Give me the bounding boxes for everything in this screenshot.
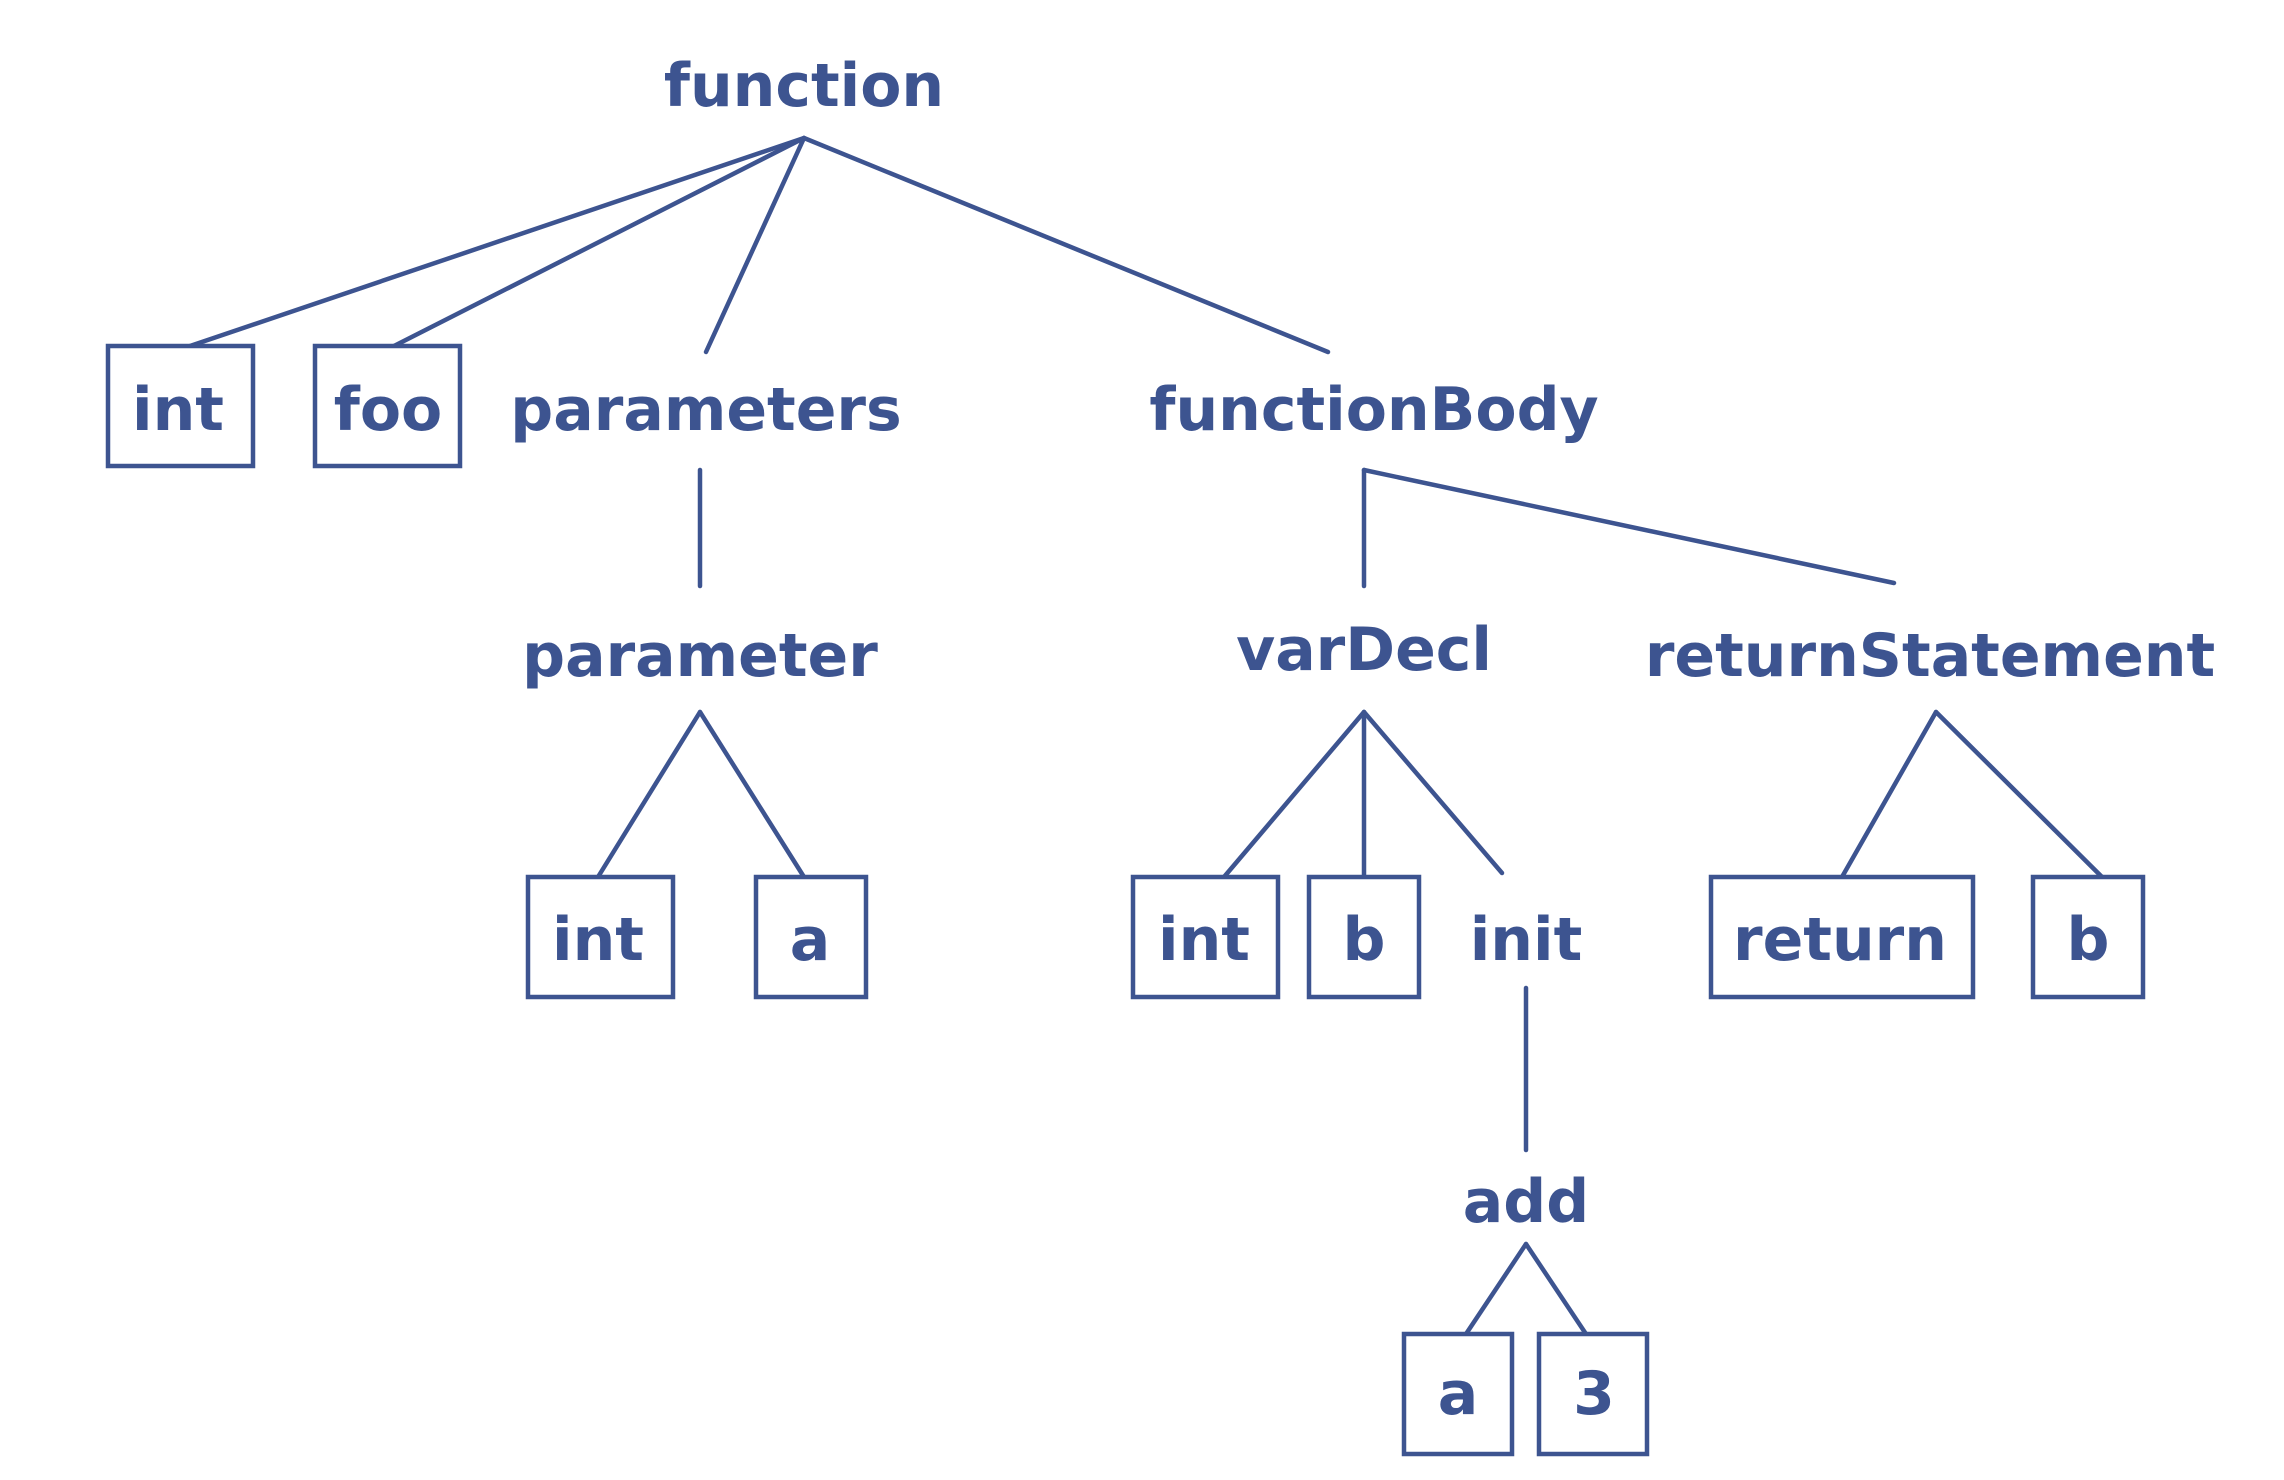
- edge-parameter-to-p_int: [595, 709, 703, 880]
- node-label-r_b: b: [2067, 905, 2110, 975]
- node-label-functionBody: functionBody: [1149, 375, 1598, 445]
- terminal-node-r_b: b: [2030, 874, 2146, 1000]
- terminal-box-r_b: [2030, 874, 2146, 1000]
- terminal-node-int_ret: int: [105, 343, 256, 469]
- terminal-node-p_a: a: [753, 874, 869, 1000]
- node-label-v_b: b: [1343, 905, 1386, 975]
- node-label-varDecl: varDecl: [1236, 615, 1492, 685]
- edge-function-to-foo: [391, 135, 807, 349]
- node-functionBody: functionBody: [1149, 375, 1598, 445]
- node-parameter: parameter: [522, 621, 878, 691]
- edge-functionBody-to-returnStatement: [1361, 467, 1897, 586]
- edge-parameter-to-p_a: [697, 709, 807, 880]
- terminal-box-p_a: [753, 874, 869, 1000]
- terminal-box-add_3: [1536, 1331, 1650, 1457]
- edge-returnStatement-to-return_kw: [1839, 709, 1939, 880]
- node-label-add: add: [1463, 1167, 1589, 1237]
- terminal-node-add_a: a: [1401, 1331, 1515, 1457]
- edge-function-to-functionBody: [801, 135, 1331, 355]
- node-add: add: [1463, 1167, 1589, 1237]
- edge-add-to-add_a: [1463, 1241, 1529, 1337]
- node-label-add_a: a: [1438, 1359, 1479, 1429]
- node-label-init: init: [1470, 905, 1583, 975]
- terminal-box-p_int: [525, 874, 676, 1000]
- terminal-node-foo: foo: [312, 343, 463, 469]
- nodes-layer: function int foo parameters functionBody para…: [105, 51, 2215, 1457]
- node-varDecl: varDecl: [1236, 615, 1492, 685]
- node-label-returnStatement: returnStatement: [1645, 621, 2215, 691]
- edge-varDecl-to-v_int: [1221, 709, 1367, 880]
- edge-varDecl-to-init: [1361, 709, 1505, 876]
- node-label-add_3: 3: [1573, 1359, 1615, 1429]
- node-init: init: [1470, 905, 1583, 975]
- terminal-node-v_int: int: [1130, 874, 1281, 1000]
- terminal-box-v_b: [1306, 874, 1422, 1000]
- terminal-box-v_int: [1130, 874, 1281, 1000]
- terminal-node-return_kw: return: [1708, 874, 1976, 1000]
- terminal-box-add_a: [1401, 1331, 1515, 1457]
- edges-layer: [187, 135, 2105, 1337]
- edge-function-to-int_ret: [187, 135, 807, 349]
- node-label-return_kw: return: [1733, 905, 1947, 975]
- node-label-v_int: int: [1158, 905, 1250, 975]
- node-function: function: [664, 51, 944, 121]
- edge-function-to-parameters: [703, 135, 807, 355]
- node-returnStatement: returnStatement: [1645, 621, 2215, 691]
- terminal-node-p_int: int: [525, 874, 676, 1000]
- edge-returnStatement-to-r_b: [1933, 709, 2105, 880]
- node-label-int_ret: int: [132, 375, 224, 445]
- terminal-box-int_ret: [105, 343, 256, 469]
- node-label-parameter: parameter: [522, 621, 878, 691]
- edge-add-to-add_3: [1523, 1241, 1589, 1337]
- terminal-box-foo: [312, 343, 463, 469]
- terminal-node-add_3: 3: [1536, 1331, 1650, 1457]
- node-label-p_int: int: [552, 905, 644, 975]
- node-label-parameters: parameters: [510, 375, 901, 445]
- terminal-box-return_kw: [1708, 874, 1976, 1000]
- node-label-foo: foo: [334, 375, 443, 445]
- node-parameters: parameters: [510, 375, 901, 445]
- node-label-p_a: a: [790, 905, 831, 975]
- terminal-node-v_b: b: [1306, 874, 1422, 1000]
- node-label-function: function: [664, 51, 944, 121]
